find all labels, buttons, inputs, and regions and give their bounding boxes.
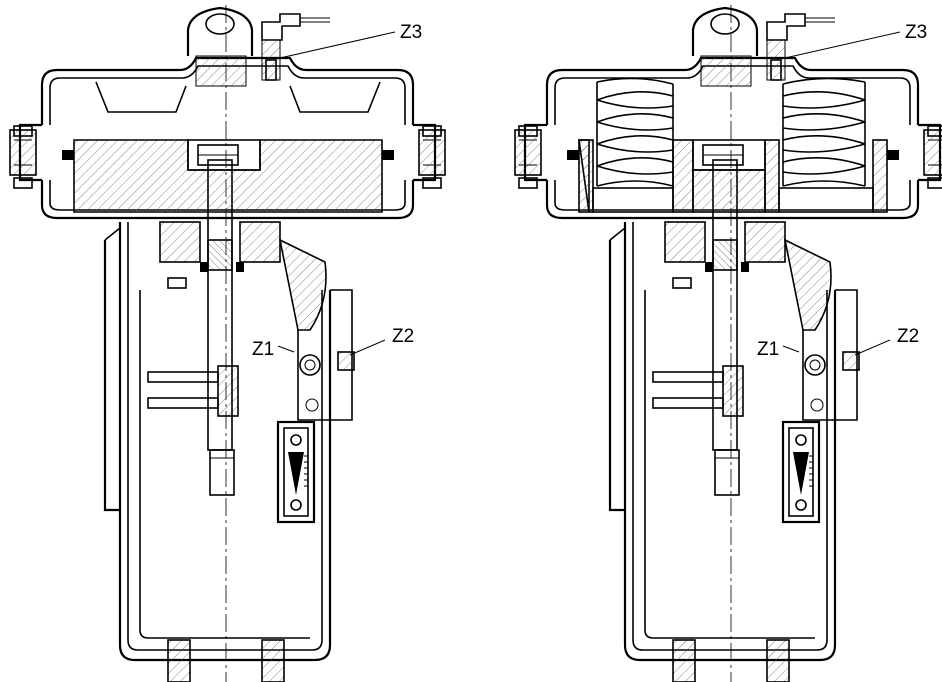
callout-z1: Z1 [252, 339, 274, 360]
callout-z1: Z1 [757, 339, 779, 360]
callout-z3: Z3 [400, 22, 422, 43]
view-right-actuator: Z3 Z1 Z2 [513, 3, 942, 682]
view-left-actuator: Z3 Z1 Z2 [8, 3, 447, 682]
callout-z2: Z2 [897, 326, 919, 347]
callout-z2: Z2 [392, 326, 414, 347]
spring-left [596, 77, 674, 187]
callout-z3: Z3 [905, 22, 927, 43]
spring-right [782, 77, 866, 187]
